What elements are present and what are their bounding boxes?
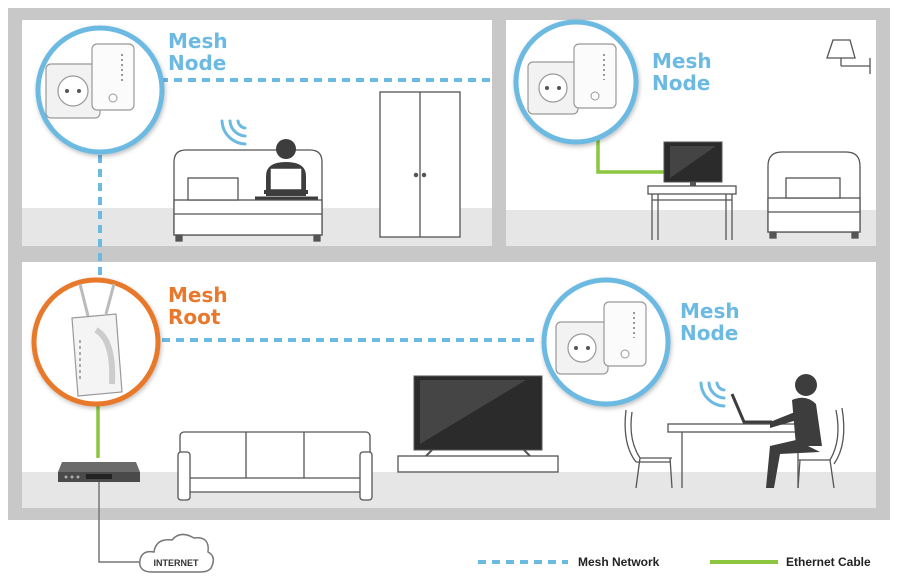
monitor (663, 141, 723, 186)
legend-ethernet-label: Ethernet Cable (786, 555, 871, 569)
tv-stand (397, 455, 559, 473)
sofa (177, 431, 373, 501)
internet-label: INTERNET (154, 558, 200, 568)
chair-left (624, 409, 673, 489)
laptop (730, 393, 772, 424)
wall-lamp (826, 39, 871, 74)
desk (647, 185, 737, 240)
mesh-root (31, 277, 161, 407)
router-modem (58, 462, 140, 482)
label-node-bottom-right-2: Node (680, 321, 738, 345)
mesh-links (98, 78, 534, 342)
internet-cloud-icon: INTERNET (139, 533, 215, 573)
label-root-1: Mesh (168, 283, 228, 307)
wifi-signal-icon-2 (699, 381, 726, 408)
chair-right (797, 407, 845, 489)
label-root-2: Root (168, 305, 221, 329)
label-node-top-left-2: Node (168, 51, 226, 75)
label-node-top-left-1: Mesh (168, 29, 228, 53)
bed-upper-left (173, 149, 323, 242)
wardrobe (379, 91, 461, 238)
legend: Mesh Network Ethernet Cable (478, 555, 871, 569)
mesh-node-top-left (35, 25, 165, 155)
label-node-bottom-right-1: Mesh (680, 299, 740, 323)
television (413, 375, 543, 457)
person-at-table (766, 374, 822, 488)
label-node-top-right-2: Node (652, 71, 710, 95)
internet-cable (98, 480, 143, 563)
wifi-signal-icon (220, 119, 247, 146)
legend-mesh-label: Mesh Network (578, 555, 660, 569)
mesh-node-top-right (513, 19, 639, 145)
label-node-top-right-1: Mesh (652, 49, 712, 73)
person-with-laptop-bed (255, 139, 318, 200)
bed-upper-right (767, 151, 861, 239)
mesh-node-bottom-right (541, 277, 671, 407)
